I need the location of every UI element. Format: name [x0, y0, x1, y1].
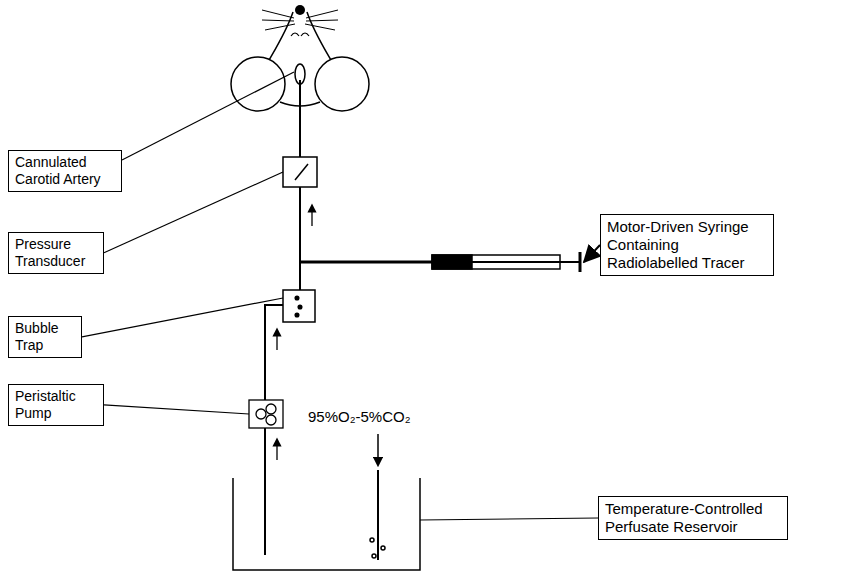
bubble-trap-symbol: [283, 290, 315, 322]
label-text: Bubble Trap: [15, 320, 75, 354]
transducer-label-box: Pressure Transducer: [8, 232, 104, 274]
pump-label-box: Peristaltic Pump: [8, 384, 104, 426]
syringe-symbol: [432, 252, 580, 272]
label-text: Peristaltic Pump: [15, 388, 97, 422]
push-arrow: [584, 245, 600, 262]
syringe-label-box: Motor-Driven Syringe Containing Radiolab…: [600, 214, 774, 276]
reservoir-label-box: Temperature-Controlled Perfusate Reservo…: [598, 496, 788, 540]
label-text: Pressure Transducer: [15, 236, 97, 270]
leader-line: [122, 72, 294, 160]
reservoir-vessel: [233, 478, 420, 570]
label-text: Motor-Driven Syringe Containing Radiolab…: [607, 218, 767, 272]
leader-line: [104, 172, 283, 253]
label-text: Cannulated Carotid Artery: [15, 154, 115, 188]
pressure-transducer-symbol: [283, 157, 317, 187]
pump-symbol: [249, 400, 283, 428]
cannula-label-box: Cannulated Carotid Artery: [8, 150, 122, 192]
label-text: Temperature-Controlled Perfusate Reservo…: [605, 500, 781, 536]
leader-line: [420, 518, 598, 520]
gas-label: 95%O₂-5%CO₂: [306, 408, 413, 425]
tubing: [265, 80, 432, 555]
bubble-trap-label-box: Bubble Trap: [8, 316, 82, 358]
rat-nose: [295, 5, 305, 15]
leader-line: [82, 298, 283, 337]
leader-line: [104, 405, 249, 414]
gas-line: [370, 434, 385, 560]
